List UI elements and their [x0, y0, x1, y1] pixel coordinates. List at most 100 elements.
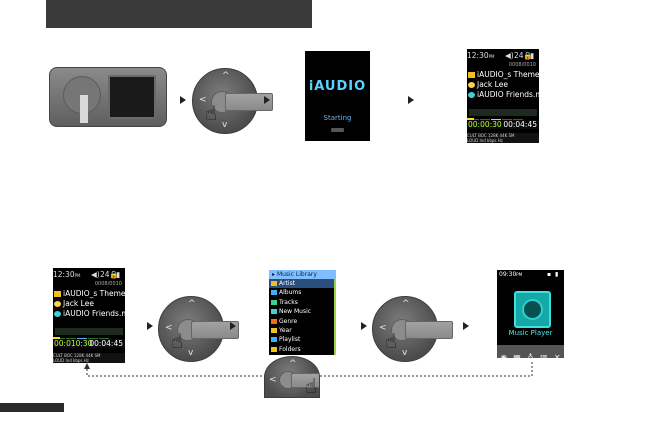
menu-scrollbar[interactable]	[334, 279, 336, 355]
arrow-right-icon	[180, 96, 186, 104]
device-screen	[108, 75, 156, 119]
menu-item[interactable]: Artist	[269, 279, 335, 288]
video-icon[interactable]: ▦	[513, 353, 521, 358]
menu-item[interactable]: Folders	[269, 345, 335, 354]
music-player-home-screen: 09:30PM ▪ ▮ Music Player ◉▦♁▥✕	[497, 270, 564, 358]
menu-item[interactable]: Tracks	[269, 298, 335, 307]
chevron-left-icon: <	[379, 323, 387, 333]
pointing-hand-icon: ☝	[205, 101, 218, 125]
device-illustration	[49, 67, 167, 127]
artist-icon	[468, 82, 475, 88]
app-dock: ◉ ▦ ♁ ▥ ✕	[497, 345, 564, 358]
menu-item-label: Albums	[279, 289, 302, 297]
chevron-up-icon: ^	[222, 71, 230, 81]
menu-item-label: New Music	[279, 308, 312, 316]
audio-info-strip: CULT BOC 128K 44K SM LOUD Ind kbps Hz	[53, 353, 125, 363]
pointing-hand-icon: ☝	[305, 374, 318, 398]
settings-icon[interactable]: ▥	[540, 353, 548, 358]
track-counter: 0008/0010	[508, 62, 536, 68]
menu-item-icon	[271, 299, 277, 305]
splash-screen: iAUDIO Starting	[305, 51, 370, 141]
chevron-down-icon: v	[402, 348, 408, 358]
menu-item[interactable]: Year	[269, 326, 335, 335]
lock-icon: 🔒	[523, 51, 533, 60]
volume-level: 24	[100, 270, 110, 279]
music-disc-icon[interactable]: ◉	[500, 353, 508, 358]
menu-item-icon	[271, 290, 277, 296]
chevron-up-icon: ^	[402, 299, 410, 309]
app-label: Music Player	[508, 329, 553, 337]
footer-bar	[0, 403, 64, 412]
splash-indicator	[331, 128, 344, 132]
tools-icon[interactable]: ✕	[553, 353, 561, 358]
chevron-left-icon: <	[165, 323, 173, 333]
artist-name: Jack Lee	[477, 80, 508, 89]
arrow-right-icon	[361, 322, 367, 330]
return-arrow-icon	[84, 363, 90, 369]
menu-item-label: Folders	[279, 345, 301, 353]
folder-name: iAUDIO_s Theme	[477, 70, 539, 79]
arrow-right-icon	[230, 322, 236, 330]
menu-item-icon	[271, 318, 277, 324]
volume-level: 24	[514, 51, 524, 60]
music-disc-icon[interactable]	[514, 291, 551, 328]
arrow-right-icon	[463, 322, 469, 330]
now-playing-screen-top: 12:30PM ◀) 24 🔒 ▮ 0008/0010 iAUDIO_s The…	[467, 49, 539, 143]
menu-item-icon	[271, 337, 277, 343]
volume-icon: ◀)	[91, 270, 100, 279]
track-icon	[468, 92, 475, 98]
control-wheel: ^ <	[264, 356, 320, 398]
menu-item-label: Artist	[279, 280, 296, 287]
artist-name: Jack Lee	[63, 299, 94, 308]
clock: 09:30	[499, 271, 517, 278]
battery-icon: ▮	[116, 270, 121, 279]
menu-item-label: Genre	[279, 317, 298, 325]
total-time: 00:04:45	[503, 120, 537, 129]
menu-item-label: Playlist	[279, 336, 301, 344]
chevron-left-icon: <	[269, 375, 277, 385]
iaudio-logo: iAUDIO	[308, 79, 367, 94]
wheel-power-slider	[291, 373, 319, 388]
clock: 12:30	[467, 51, 489, 60]
track-counter: 0008/0010	[94, 281, 122, 287]
device-hold-slider	[80, 95, 88, 123]
menu-item[interactable]: Genre	[269, 317, 335, 326]
microphone-icon[interactable]: ♁	[527, 353, 534, 358]
menu-item[interactable]: Albums	[269, 288, 335, 297]
progress-bar	[467, 118, 475, 120]
control-wheel: ^ < v ☝	[372, 296, 453, 362]
menu-item[interactable]: New Music	[269, 307, 335, 316]
menu-item[interactable]: Playlist	[269, 335, 335, 344]
artist-icon	[54, 301, 61, 307]
folder-icon	[54, 291, 61, 297]
volume-icon: ◀)	[505, 51, 514, 60]
battery-icon: ▮	[555, 271, 559, 278]
header-bar	[46, 0, 312, 28]
control-wheel: ^ < v ☝	[192, 68, 273, 134]
arrow-right-icon	[408, 96, 414, 104]
progress-bar	[53, 337, 61, 339]
chevron-left-icon: <	[199, 95, 207, 105]
wheel-power-slider	[405, 321, 453, 339]
menu-item-label: Tracks	[279, 298, 298, 306]
menu-item-label: Year	[279, 327, 292, 334]
menu-item-icon	[271, 309, 277, 315]
chevron-down-icon: v	[222, 120, 228, 130]
menu-item-icon	[271, 328, 277, 333]
menu-title: Music Library	[276, 271, 317, 278]
splash-status: Starting	[323, 114, 352, 122]
total-time: 00:04:45	[89, 339, 123, 348]
wheel-power-slider	[191, 321, 239, 339]
elapsed-time: 00:010:30	[54, 339, 93, 348]
control-wheel: ^ < v ☝	[158, 296, 239, 362]
audio-info-strip: CULT BOC 128K 44K SM LOUD Ind kbps Hz	[467, 133, 539, 143]
track-title: iAUDIO Friends.mp	[477, 90, 539, 99]
folder-icon	[468, 72, 475, 78]
pointing-hand-icon: ☝	[385, 329, 398, 353]
arrow-right-icon	[147, 322, 153, 330]
battery-icon: ▮	[530, 51, 535, 60]
pointing-hand-icon: ☝	[171, 329, 184, 353]
arrow-right-icon	[264, 96, 270, 104]
